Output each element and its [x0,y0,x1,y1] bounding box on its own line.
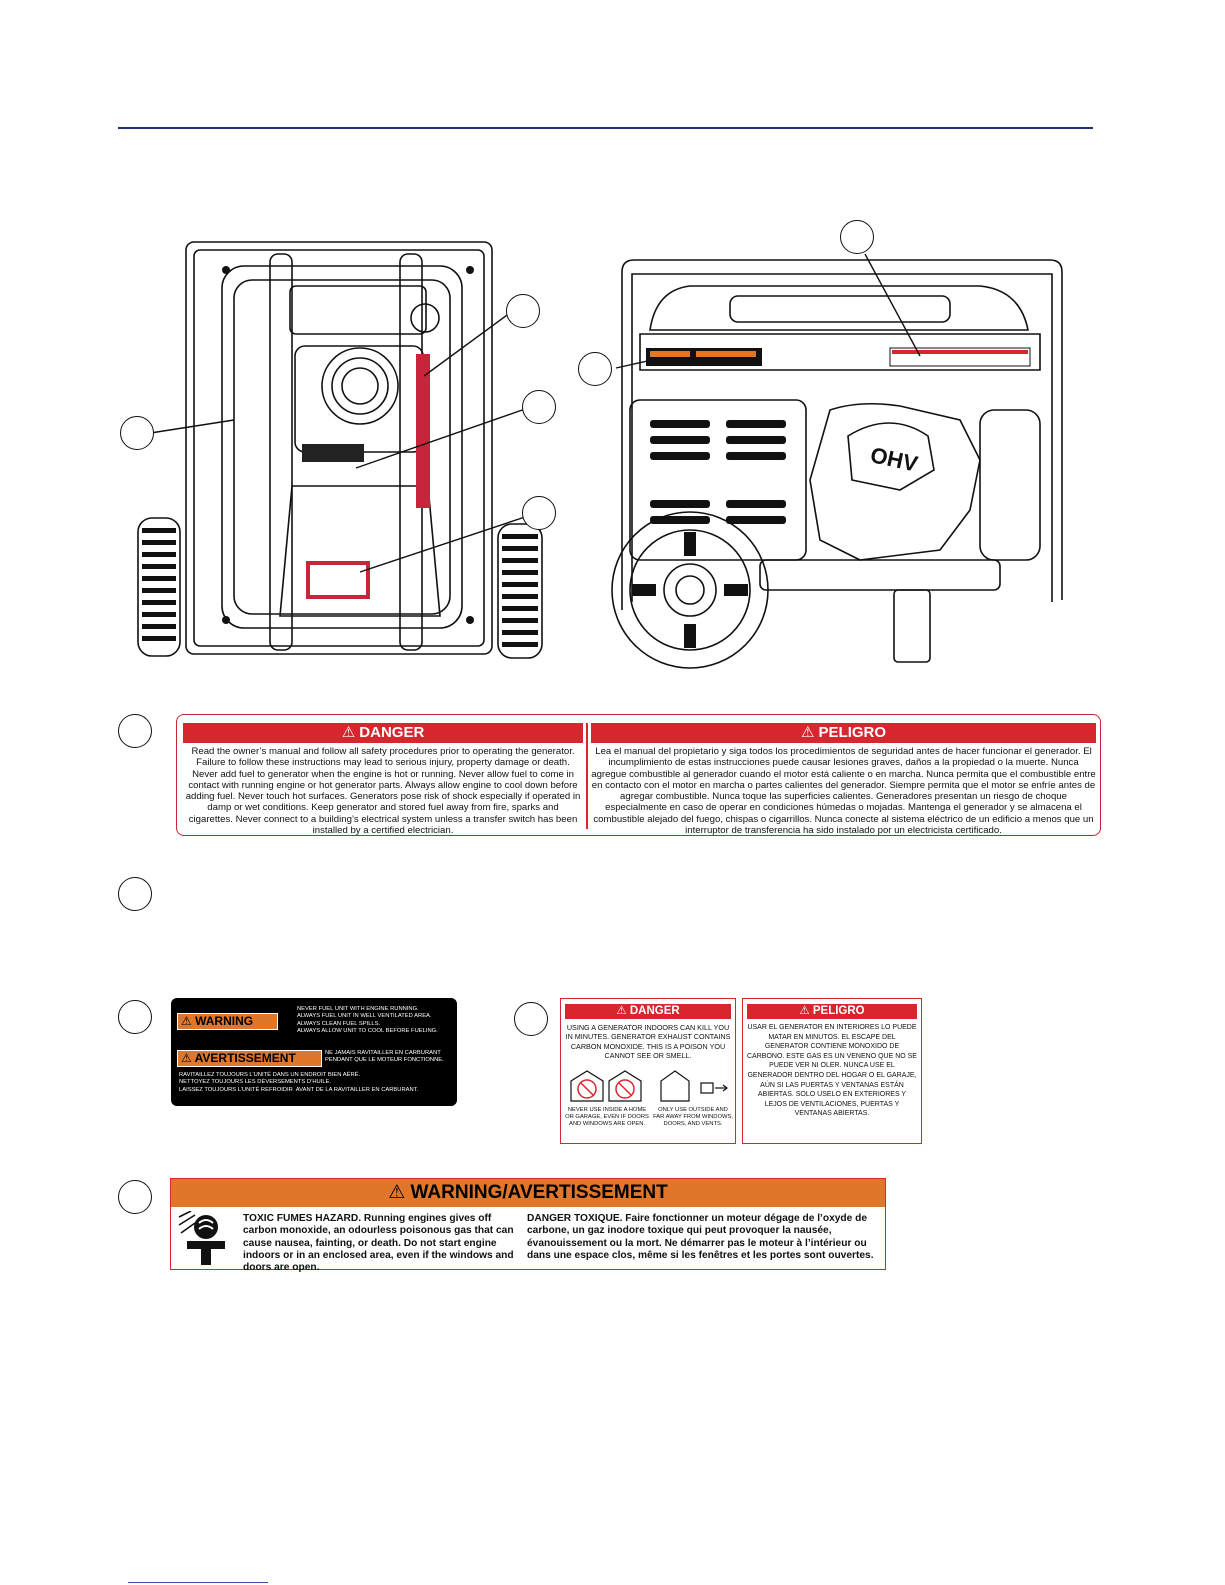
generator-front-view [137,241,543,659]
co-danger-box: ⚠ DANGER USING A GENERATOR INDOORS CAN K… [560,998,736,1144]
toxic-fr-text: DANGER TOXIQUE. Faire fonctionner un mot… [527,1213,874,1261]
co-danger-text: USING A GENERATOR INDOORS CAN KILL YOU I… [565,1023,731,1060]
warning-tag: ⚠ WARNING [177,1013,278,1030]
callout-empty [118,877,152,911]
callout-5 [840,220,874,254]
callout-warning-label [118,1000,152,1034]
danger-title: ⚠ DANGER [183,723,583,743]
warning-en-lines: NEVER FUEL UNIT WITH ENGINE RUNNING. ALW… [297,1006,438,1035]
callout-1 [120,416,154,450]
callout-danger-label [118,714,152,748]
co-peligro-title: ⚠ PELIGRO [747,1004,917,1019]
peligro-title: ⚠ PELIGRO [591,723,1096,743]
co-danger-label: ⚠ DANGER USING A GENERATOR INDOORS CAN K… [560,998,922,1146]
toxic-title: ⚠ WARNING/AVERTISSEMENT [171,1179,885,1207]
header-rule [118,127,1093,129]
peligro-text: Lea el manual del propietario y siga tod… [591,746,1096,836]
footer-rule [128,1582,268,1583]
toxic-fumes-label: ⚠ WARNING/AVERTISSEMENT TOXIC FUMES HAZA… [170,1178,886,1273]
co-only-text: ONLY USE OUTSIDE AND FAR AWAY FROM WINDO… [653,1107,733,1128]
callout-4 [522,496,556,530]
co-never-text: NEVER USE INSIDE A HOME OR GARAGE, EVEN … [565,1107,649,1128]
callout-toxic-label [118,1180,152,1214]
label-divider [586,723,588,829]
callout-co-label [514,1002,548,1036]
toxic-en-text: TOXIC FUMES HAZARD. Running engines give… [243,1213,514,1274]
danger-label: ⚠ DANGER Read the owner’s manual and fol… [176,714,1101,836]
callout-2 [506,294,540,328]
toxic-fumes-icon [177,1211,235,1265]
warning-fr-top: NE JAMAIS RAVITAILLER EN CARBURANT PENDA… [325,1050,444,1064]
callout-6 [578,352,612,386]
co-peligro-text: USAR EL GENERATOR EN INTERIORES LO PUEDE… [747,1024,917,1118]
danger-text: Read the owner’s manual and follow all s… [185,746,581,836]
co-danger-title: ⚠ DANGER [565,1004,731,1019]
house-outside-icon [660,1070,728,1102]
generator-side-view: OHV [611,253,1063,669]
house-no-icon [570,1070,642,1102]
avertissement-tag: ⚠ AVERTISSEMENT [177,1050,322,1067]
warning-label: ⚠ WARNING NEVER FUEL UNIT WITH ENGINE RU… [171,998,457,1106]
callout-3 [522,390,556,424]
co-peligro-box: ⚠ PELIGRO USAR EL GENERATOR EN INTERIORE… [742,998,922,1144]
ohv-badge: OHV [868,442,920,476]
warning-fr-lines: RAVITAILLEZ TOUJOURS L’UNITÉ DANS UN END… [179,1072,419,1093]
